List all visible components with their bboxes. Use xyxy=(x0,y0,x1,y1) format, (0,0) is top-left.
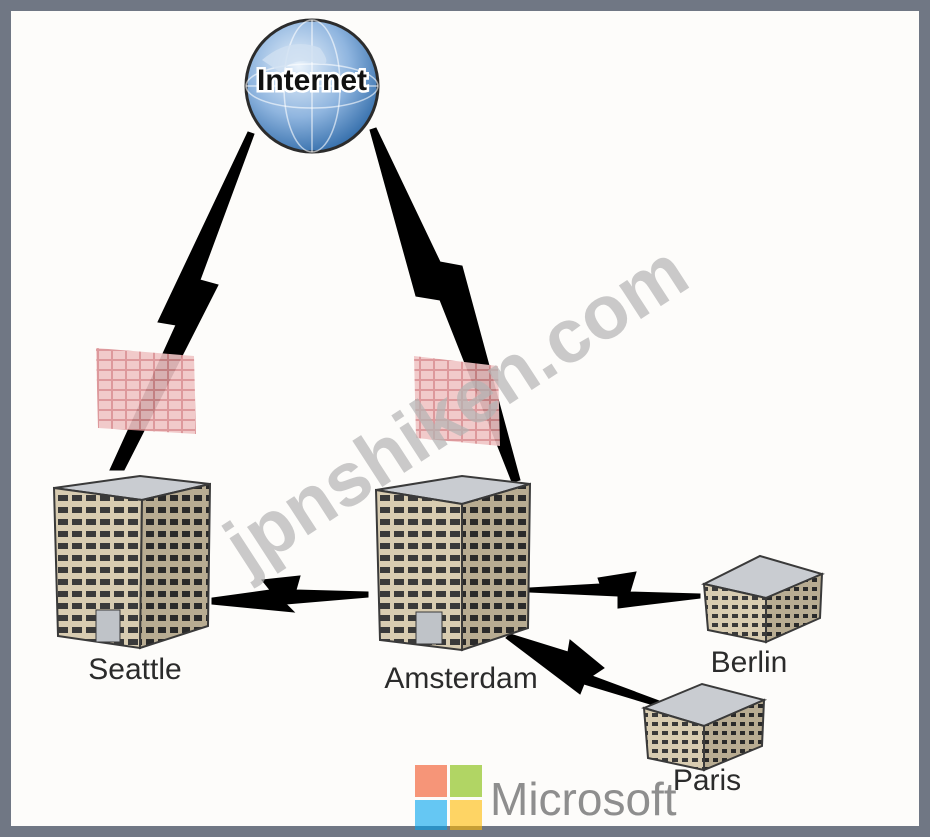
link-internet-seattle xyxy=(109,131,255,471)
globe-icon xyxy=(244,18,380,154)
microsoft-logo-text: Microsoft xyxy=(490,773,677,825)
building-berlin xyxy=(701,554,825,644)
firewall-seattle xyxy=(96,348,196,434)
link-amsterdam-berlin xyxy=(529,571,701,609)
building-paris xyxy=(641,682,768,772)
building-amsterdam xyxy=(374,474,532,652)
node-label-berlin: Berlin xyxy=(711,646,788,679)
node-label-seattle: Seattle xyxy=(88,653,181,686)
building-seattle xyxy=(52,474,212,650)
firewall-amsterdam xyxy=(414,356,500,446)
microsoft-logo-icon xyxy=(415,765,482,830)
node-label-paris: Paris xyxy=(673,764,741,797)
node-label-internet: Internet xyxy=(257,64,367,97)
link-amsterdam-paris xyxy=(505,633,663,708)
link-seattle-amsterdam xyxy=(211,575,369,613)
node-label-amsterdam: Amsterdam xyxy=(384,662,537,695)
